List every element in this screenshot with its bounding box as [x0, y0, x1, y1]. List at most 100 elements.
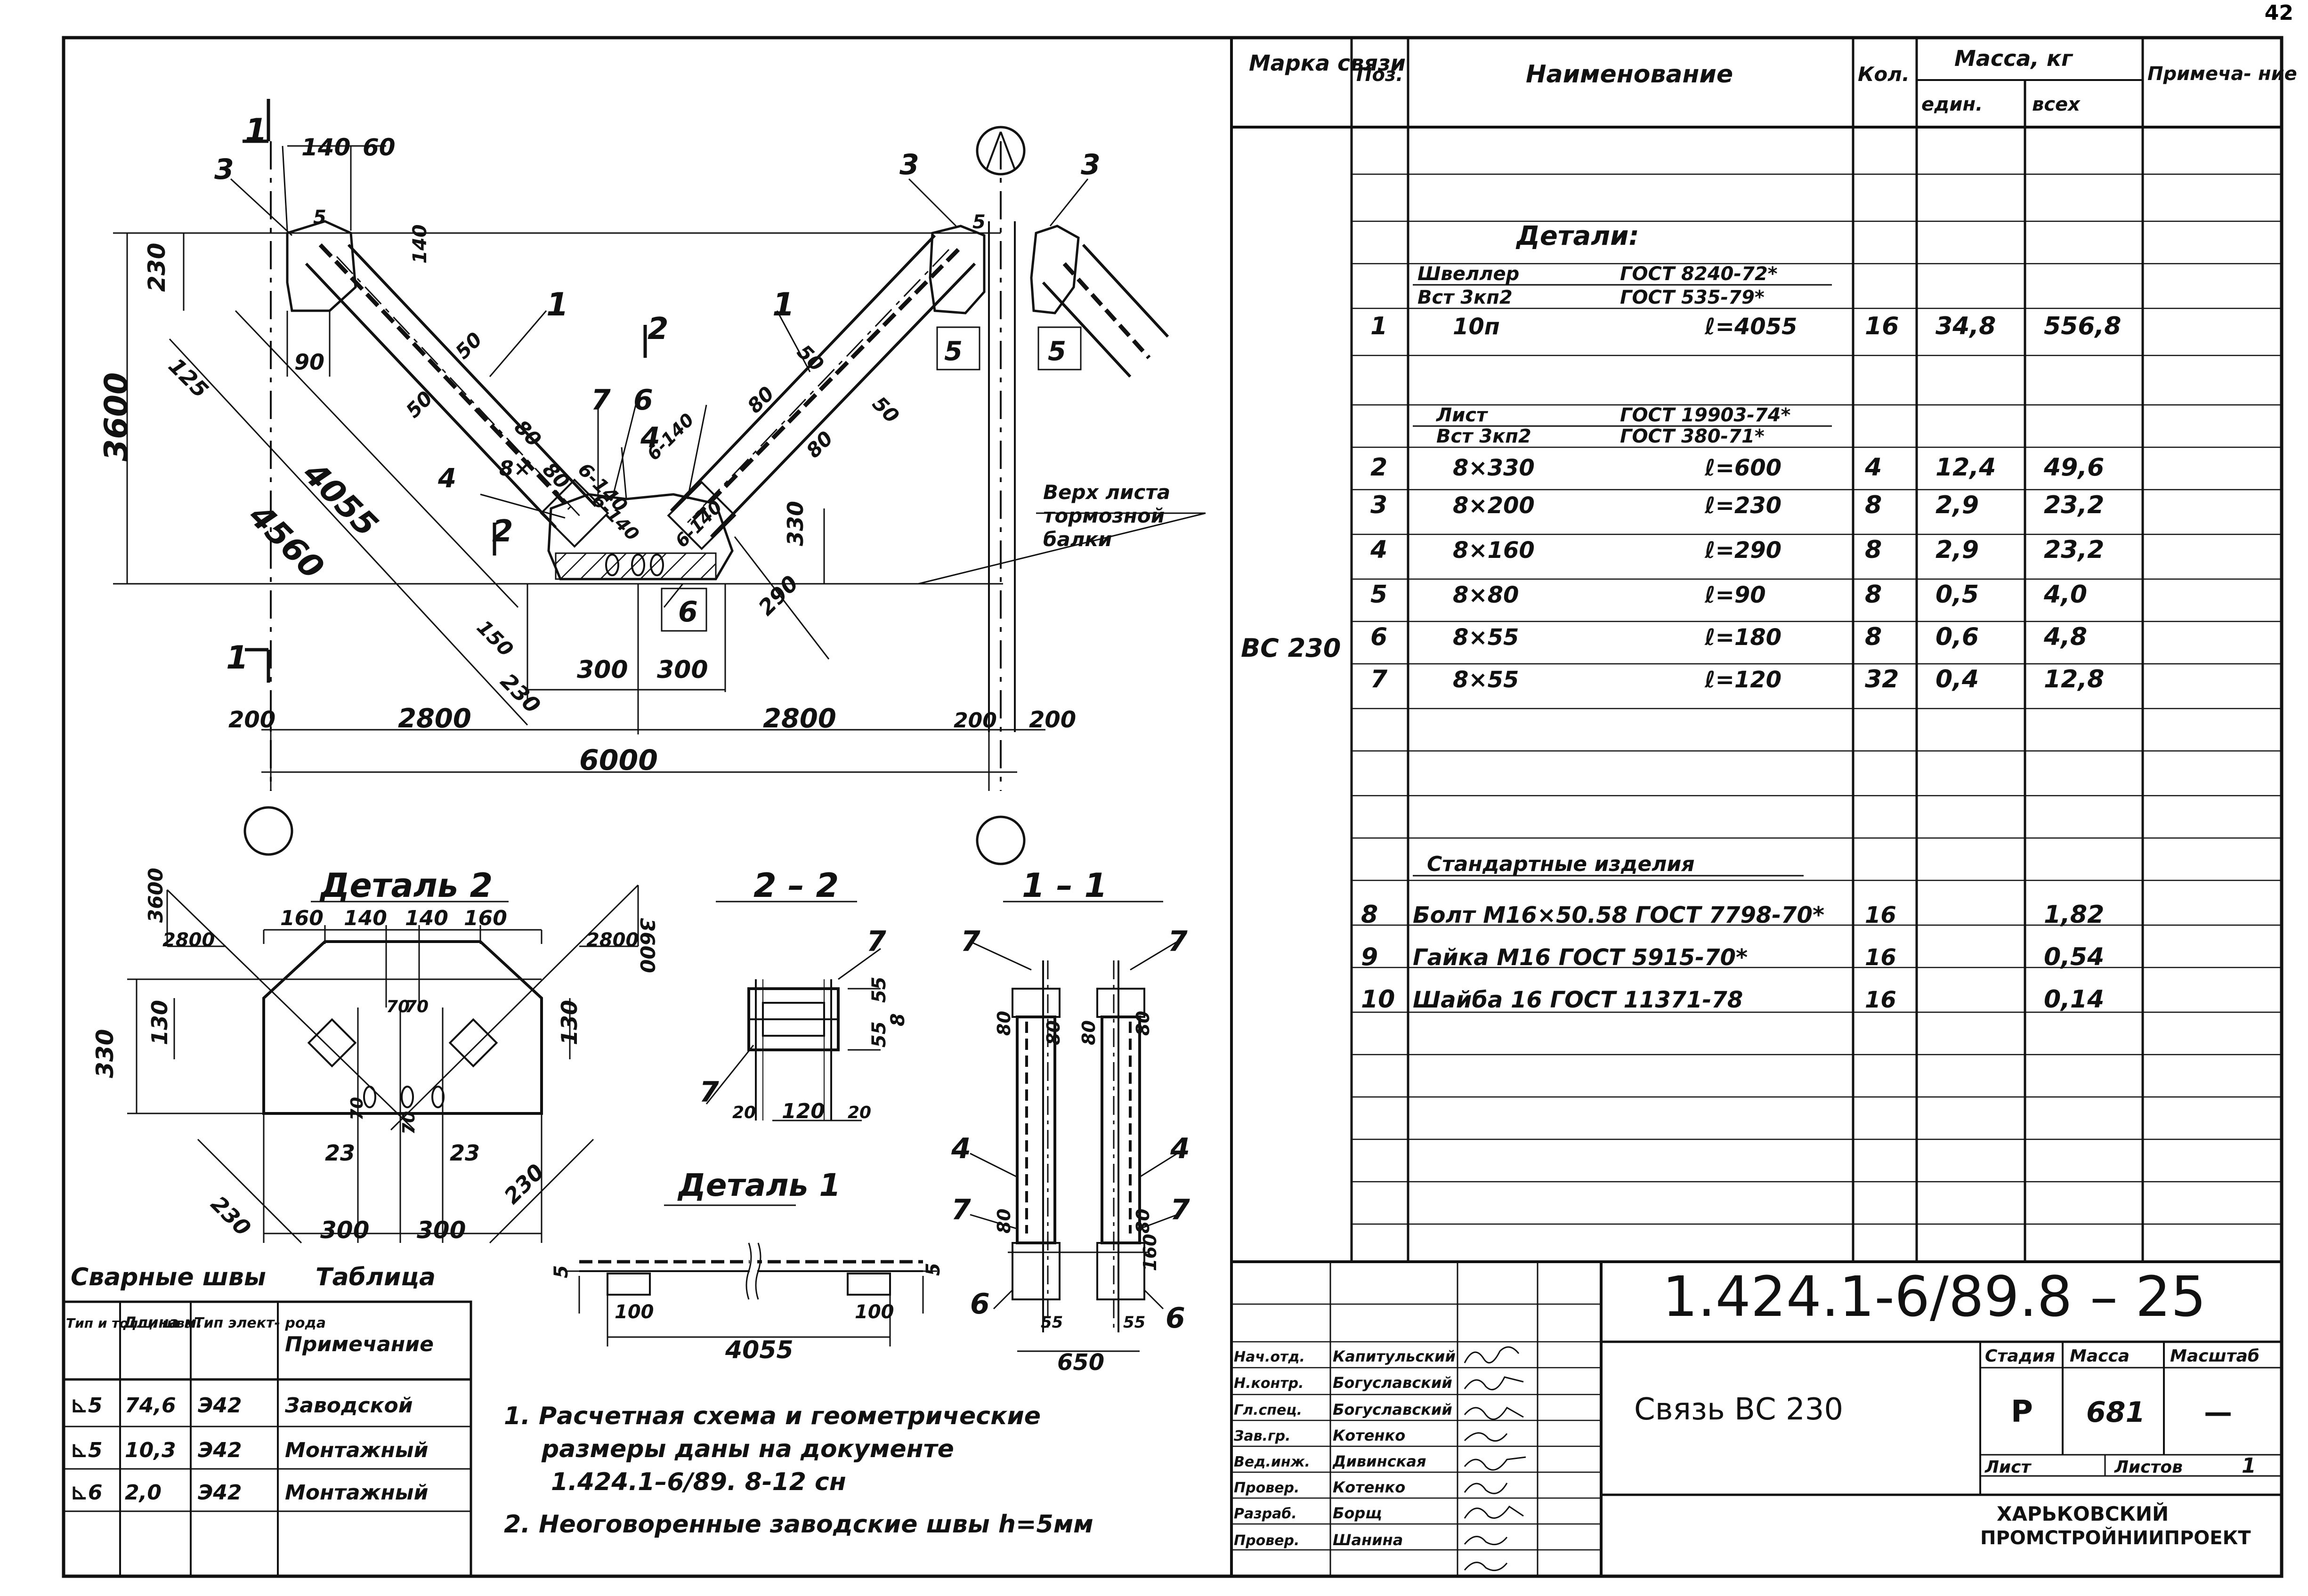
section-1-1-title: 1 – 1 — [1022, 866, 1107, 905]
role-label: Зав.гр. — [1233, 1428, 1290, 1444]
spec-row-length: ℓ=230 — [1704, 492, 1782, 519]
position-mark: 6 — [678, 596, 698, 629]
section-1-1-mark: 4 — [951, 1132, 971, 1165]
sheet-label: Лист — [1984, 1458, 2032, 1477]
position-mark: 2 — [648, 312, 669, 347]
section-1-1-dimension: 80 — [1078, 1020, 1099, 1045]
weld-electrode: Э42 — [198, 1438, 242, 1462]
detail-2-dimension: 70 — [386, 997, 410, 1016]
section-2-2-dimension: 8 — [887, 1013, 909, 1026]
spec-row-pos: 2 — [1370, 453, 1387, 482]
position-mark: 5 — [1048, 336, 1066, 367]
scale-value: — — [2204, 1396, 2232, 1429]
spec-row-unit-mass: 2,9 — [1935, 491, 1979, 519]
detail-2-dimension: 3600 — [636, 918, 659, 973]
role-label: Разраб. — [1234, 1506, 1297, 1522]
sheet-frame — [62, 36, 2284, 1578]
beam-note-line1: Верх листа — [1043, 481, 1170, 504]
detail-2-dimension: 23 — [325, 1140, 355, 1166]
section-2-2-drawing — [705, 901, 881, 1121]
section-2-2-dimension: 55 — [868, 976, 890, 1003]
note-line: размеры даны на документе — [541, 1435, 954, 1463]
detail-2-dimension: 2800 — [162, 929, 215, 951]
spec-row-total-mass: 12,8 — [2044, 665, 2104, 693]
spec-header-total: всех — [2032, 94, 2081, 115]
detail-2-dimension: 70 — [348, 1097, 367, 1120]
spec-std-total-mass: 0,14 — [2044, 985, 2104, 1014]
detail-1-title: Деталь 1 — [677, 1167, 841, 1203]
weld-header: Тип элект- рода — [194, 1315, 326, 1331]
spec-row-unit-mass: 12,4 — [1935, 453, 1996, 482]
position-mark: 1 — [546, 286, 568, 323]
section-1-1-mark: 7 — [1168, 925, 1188, 958]
spec-row-name: 8×55 — [1453, 624, 1519, 651]
weld-table-grid — [62, 1300, 472, 1578]
spec-row-unit-mass: 34,8 — [1935, 312, 1996, 340]
position-mark: 1 — [772, 286, 794, 323]
signatures — [1464, 1346, 1526, 1572]
spec-std-total-mass: 0,54 — [2044, 943, 2104, 971]
person-name: Шанина — [1333, 1531, 1403, 1549]
weld-header: Длина м. — [123, 1314, 202, 1331]
stage-label: Стадия — [1985, 1346, 2055, 1366]
spec-row-qty: 16 — [1865, 312, 1899, 340]
role-label: Гл.спец. — [1234, 1402, 1302, 1419]
spec-std-name: Болт М16×50.58 ГОСТ 7798-70* — [1413, 902, 1824, 928]
drawing-code: 1.424.1-6/89.8 – 25 — [1662, 1264, 2206, 1329]
title-block-text: 1.424.1-6/89.8 – 25 Связь ВС 230 Стадия … — [1634, 1264, 2259, 1549]
section-1-1-mark: 4 — [1170, 1132, 1190, 1165]
dimension-label: 8× — [499, 457, 531, 481]
spec-row-pos: 1 — [1370, 312, 1387, 340]
dimension-label: 300 — [657, 656, 708, 684]
scale-label: Масштаб — [2170, 1346, 2259, 1366]
role-label: Нач.отд. — [1234, 1349, 1305, 1365]
spec-row-length: ℓ=180 — [1704, 624, 1782, 651]
spec-header-unit: един. — [1921, 94, 1983, 115]
detail-2-dimension: 23 — [450, 1140, 480, 1166]
spec-std-name: Гайка М16 ГОСТ 5915-70* — [1413, 944, 1748, 971]
detail-2-dimension: 130 — [147, 1000, 172, 1045]
detail-2-dimension: 300 — [417, 1217, 466, 1244]
spec-channel-steel-gost: ГОСТ 535-79* — [1620, 287, 1765, 308]
spec-row-pos: 4 — [1370, 536, 1387, 564]
position-mark: 7 — [591, 384, 611, 417]
dimension-label: 3600 — [98, 372, 135, 461]
sheets-value: 1 — [2242, 1454, 2256, 1478]
spec-row-length: ℓ=600 — [1704, 455, 1782, 481]
section-1-1-dimension: 650 — [1057, 1349, 1104, 1376]
mass-label: Масса — [2070, 1346, 2130, 1366]
person-name: Котенко — [1333, 1478, 1405, 1496]
person-name: Богуславский — [1333, 1401, 1452, 1419]
spec-header-note: Примеча- ние — [2147, 63, 2297, 85]
role-label: Провер. — [1234, 1480, 1299, 1496]
spec-row-total-mass: 4,8 — [2043, 623, 2087, 651]
weld-type: ⊾6 — [71, 1481, 102, 1505]
spec-channel-gost: ГОСТ 8240-72* — [1620, 263, 1778, 285]
role-label: Провер. — [1234, 1532, 1299, 1549]
weld-length: 74,6 — [125, 1394, 176, 1418]
section-2-2-mark: 7 — [699, 1076, 719, 1109]
weld-length: 2,0 — [125, 1481, 162, 1505]
spec-row-total-mass: 49,6 — [2043, 453, 2104, 482]
spec-sheet-type: Лист — [1436, 404, 1489, 426]
role-label: Вед.инж. — [1234, 1454, 1310, 1470]
org-name-line2: ПРОМСТРОЙНИИПРОЕКТ — [1980, 1526, 2251, 1549]
weld-electrode: Э42 — [198, 1481, 242, 1505]
spec-header-mass: Масса, кг — [1954, 46, 2073, 71]
dimension-label: 200 — [228, 707, 275, 733]
spec-row-name: 8×160 — [1453, 537, 1535, 564]
detail-1-drawing — [565, 1204, 937, 1346]
section-2-2-title: 2 – 2 — [753, 866, 839, 905]
section-1-1-dimension: 160 — [1140, 1234, 1160, 1271]
spec-sheet-gost: ГОСТ 19903-74* — [1620, 404, 1790, 426]
detail-2-dimension: 160 — [280, 906, 324, 930]
spec-row-qty: 8 — [1865, 580, 1882, 609]
section-1-1-dimension: 80 — [1043, 1020, 1064, 1045]
detail-2-dimension: 70 — [399, 1111, 419, 1135]
dimension-label: 230 — [495, 669, 545, 718]
spec-row-qty: 8 — [1865, 536, 1882, 564]
mass-value: 681 — [2086, 1396, 2145, 1429]
detail-2-dimension: 140 — [344, 906, 387, 930]
